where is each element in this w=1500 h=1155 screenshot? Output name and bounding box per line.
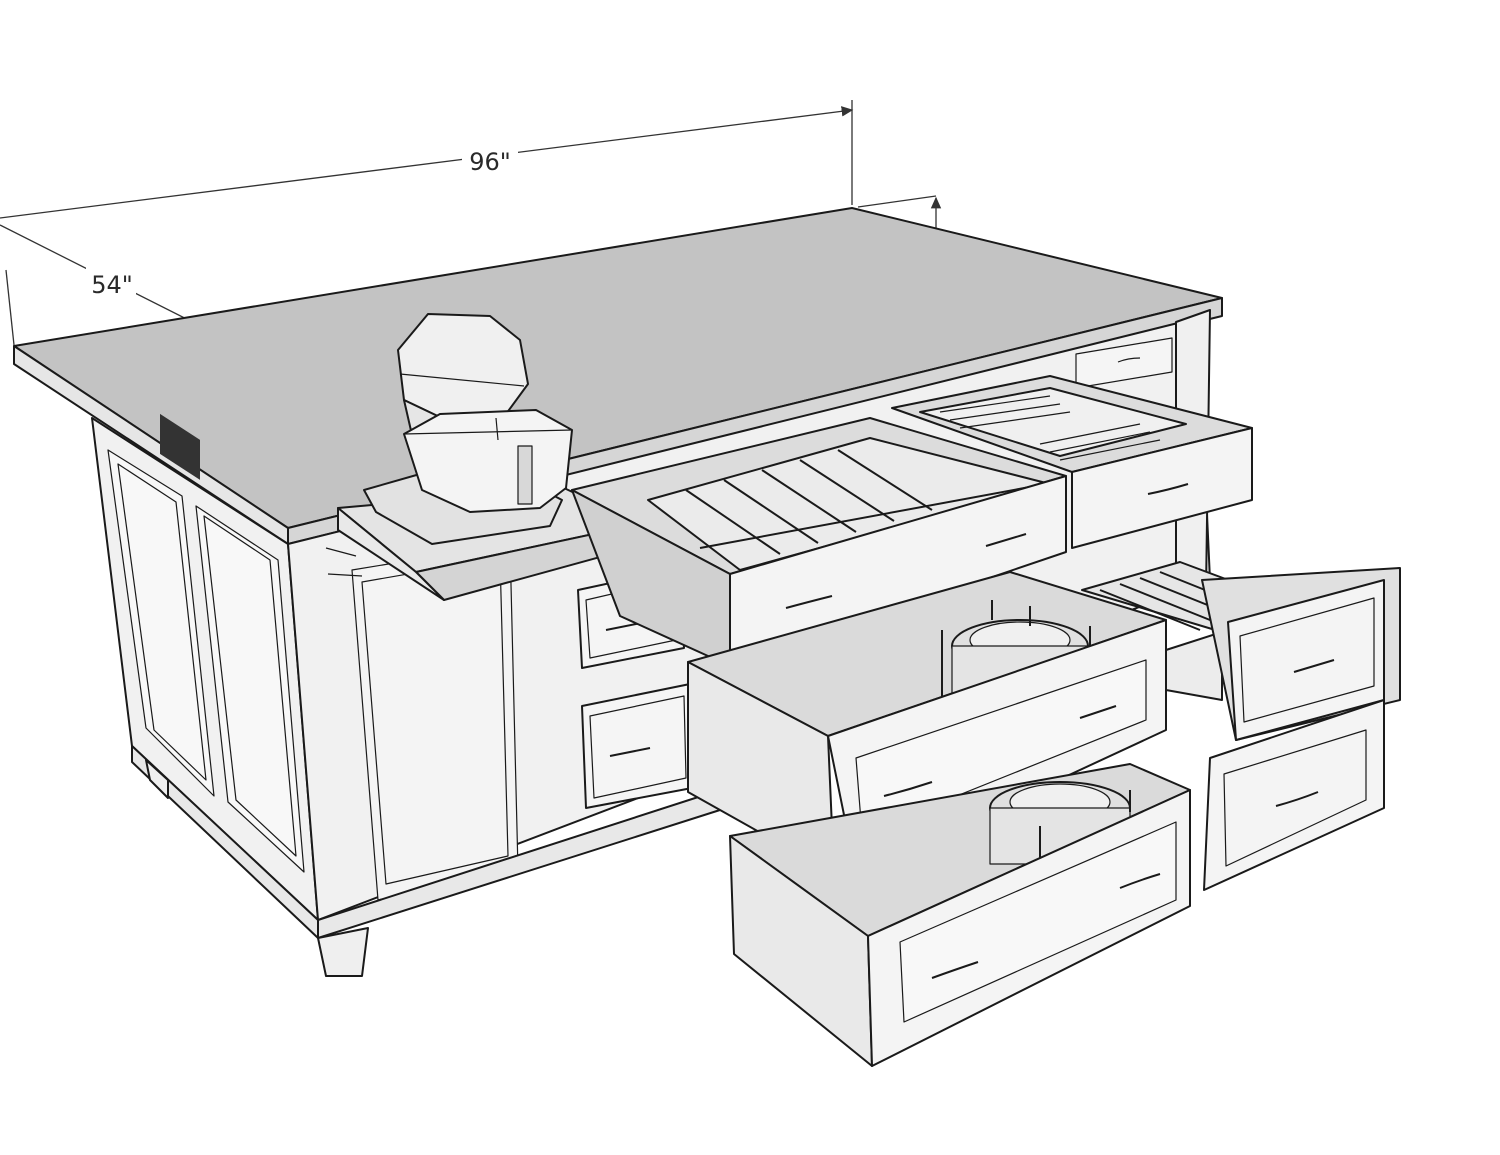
cutlery-drawer — [891, 375, 1253, 549]
plate-peg-drawer-lower — [729, 763, 1191, 1067]
stand-mixer — [363, 313, 573, 545]
width-dimension-label: 96" — [469, 148, 511, 176]
cutlery-slots — [939, 395, 1161, 461]
depth-dimension-label: 54" — [91, 271, 133, 299]
dimension-depth: 54" — [0, 224, 275, 506]
dimension-width: 96" — [0, 100, 942, 228]
utensil-divider-drawer — [571, 417, 1067, 667]
utensil-dividers — [685, 449, 1047, 555]
right-drawer-stack — [1201, 567, 1401, 891]
